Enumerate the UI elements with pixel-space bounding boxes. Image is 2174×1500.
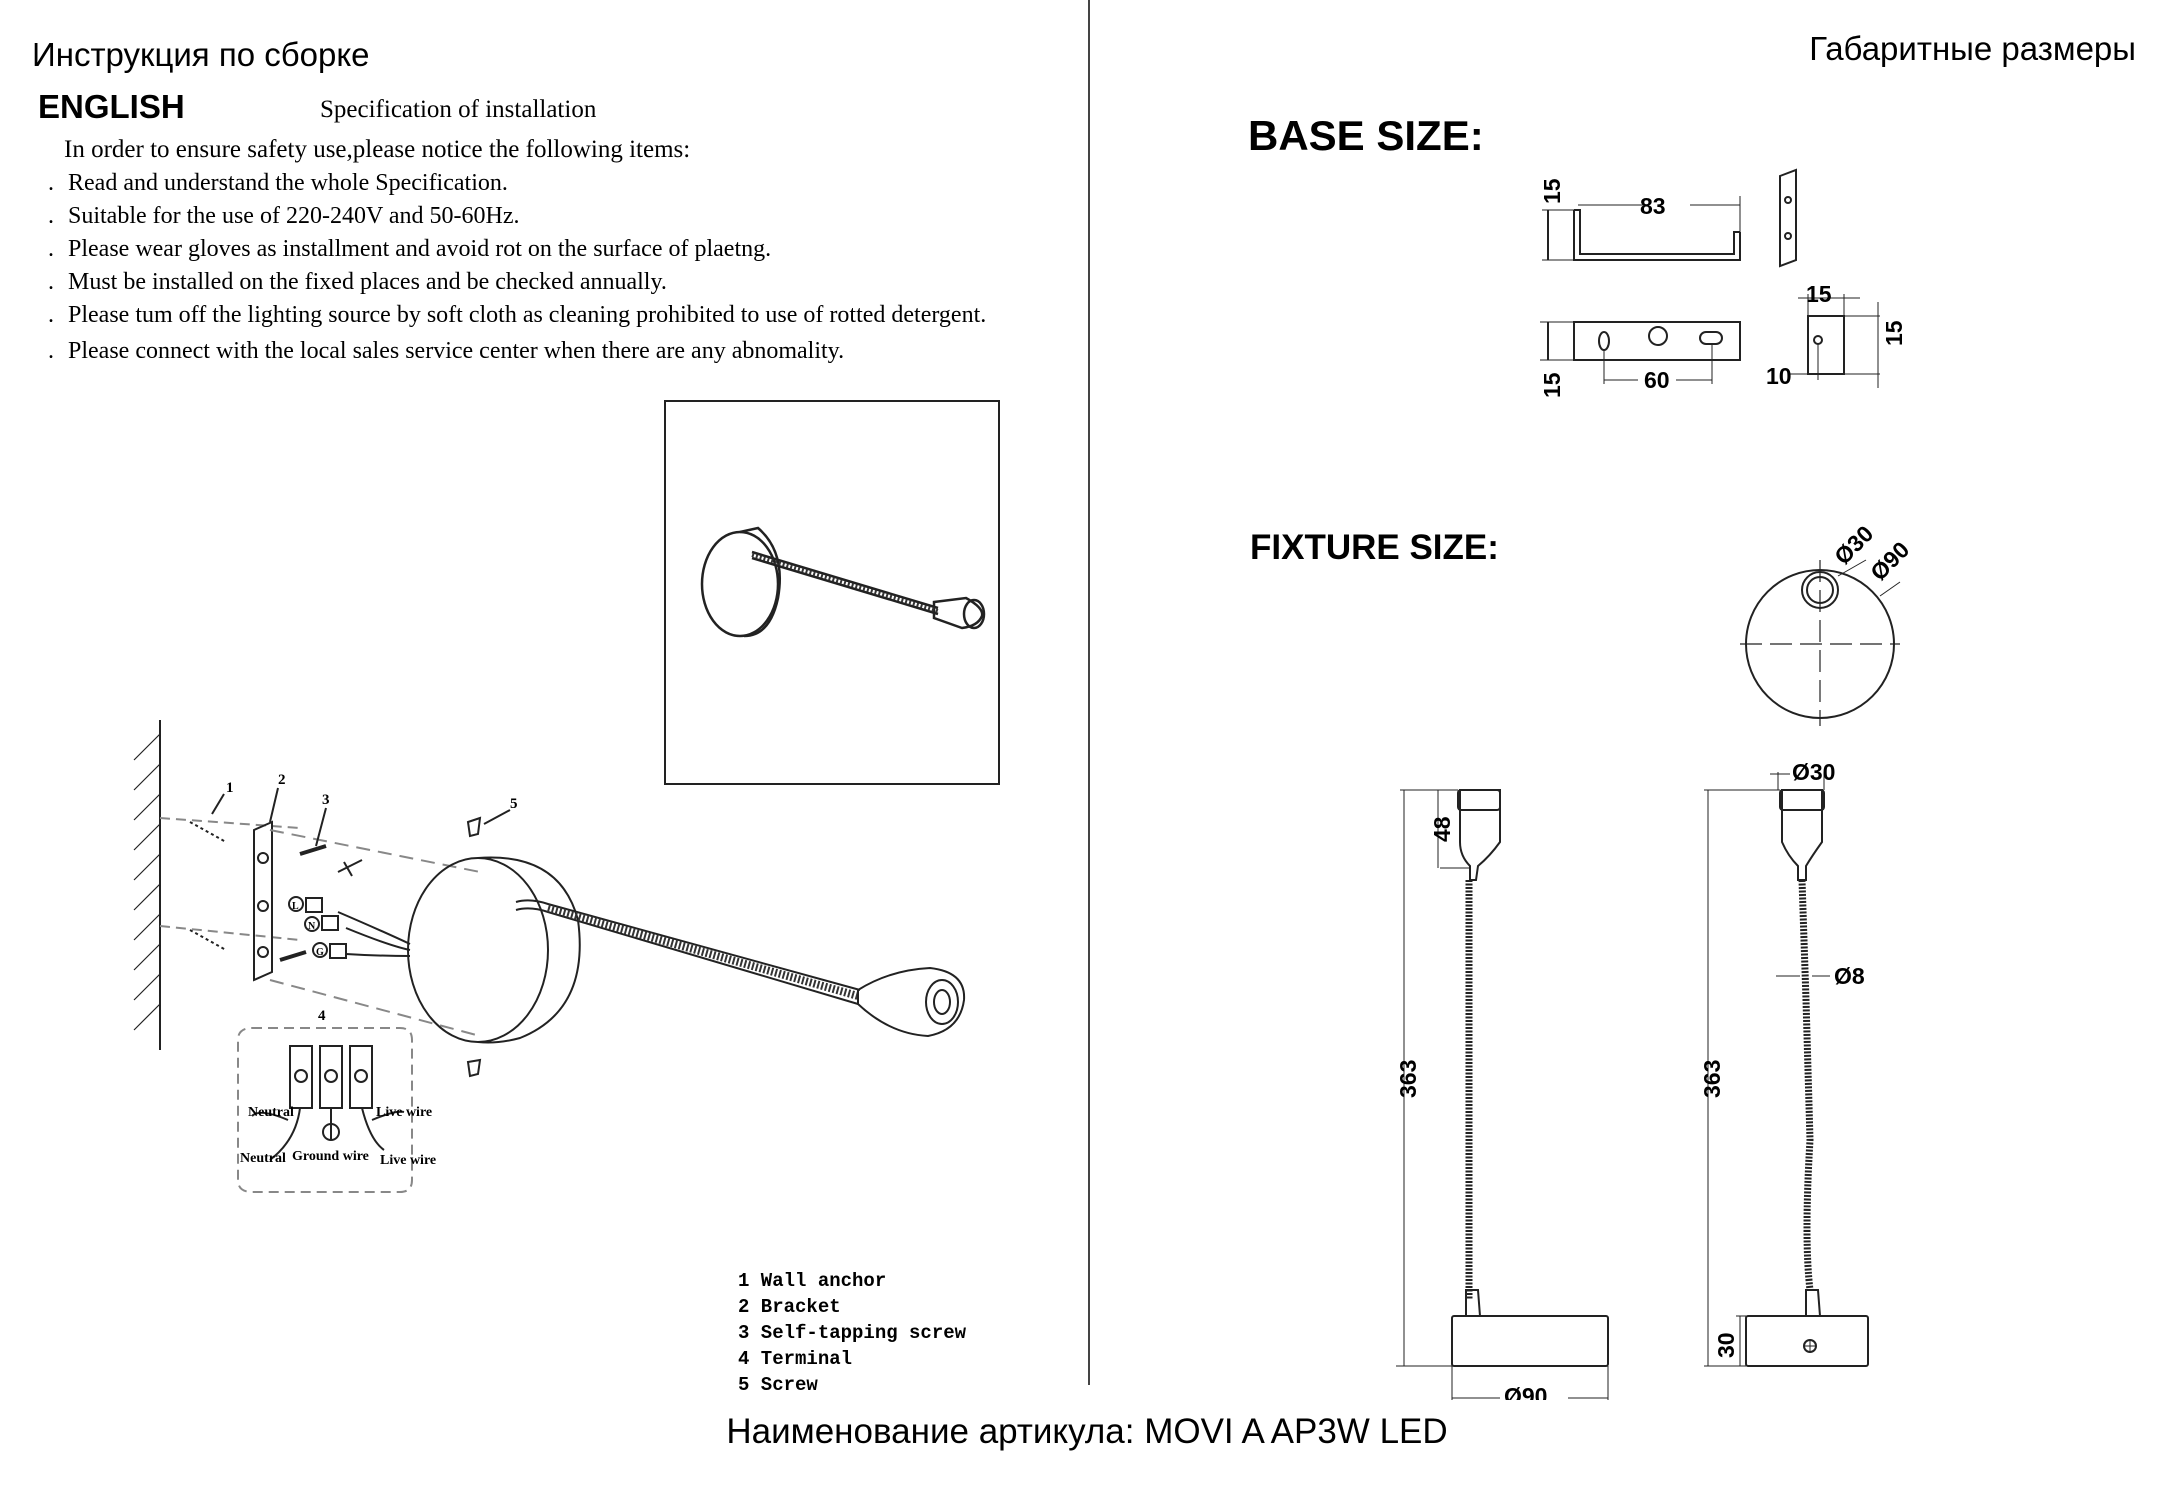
callout-3: 3 <box>322 792 330 808</box>
fixture-size-title: FIXTURE SIZE: <box>1250 528 1499 567</box>
dimension-drawings: 83 15 60 15 15 15 10 Ø30 Ø90 48 363 Ø90 … <box>1395 168 1914 1400</box>
base-size-title: BASE SIZE: <box>1248 112 1484 159</box>
dim-hole-spacing: 60 <box>1644 367 1670 393</box>
terminal-mark-l: L <box>292 901 299 912</box>
dim-bracket-length: 83 <box>1640 193 1666 219</box>
dim-head-diameter: Ø30 <box>1792 759 1835 785</box>
dim-side-height: 15 <box>1881 320 1907 346</box>
list-item: .Suitable for the use of 220-240V and 50… <box>48 203 520 229</box>
label-live-top: Live wire <box>376 1105 432 1120</box>
callout-1: 1 <box>226 780 234 796</box>
list-item: .Read and understand the whole Specifica… <box>48 170 508 196</box>
label-neutral-top: Neutral <box>248 1105 294 1120</box>
callout-2: 2 <box>278 772 286 788</box>
spec-title: Specification of installation <box>320 96 597 123</box>
legend-item: 4 Terminal <box>738 1348 853 1370</box>
list-item: .Please connect with the local sales ser… <box>48 338 845 364</box>
dim-head-length: 48 <box>1429 816 1455 842</box>
list-item: .Please wear gloves as installment and a… <box>48 236 772 262</box>
product-preview-drawing <box>700 526 986 638</box>
right-page-title: Габаритные размеры <box>1809 30 2136 67</box>
legend-item: 2 Bracket <box>738 1296 841 1318</box>
dim-base-height: 30 <box>1713 1332 1739 1358</box>
product-preview-frame <box>664 400 1000 785</box>
installation-diagram: 1 2 3 4 5 L N G Neutral Live wire Neutra… <box>133 720 966 1193</box>
list-item: .Must be installed on the fixed places a… <box>48 269 667 295</box>
left-page-title: Инструкция по сборке <box>32 36 370 73</box>
page-divider <box>1088 0 1090 1385</box>
label-neutral-bottom: Neutral <box>240 1151 286 1166</box>
label-ground: Ground wire <box>292 1149 369 1164</box>
dim-plate-height: 15 <box>1539 372 1565 398</box>
terminal-mark-g: G <box>316 947 324 958</box>
callout-5: 5 <box>510 796 518 812</box>
dim-neck-diameter: Ø8 <box>1834 963 1865 989</box>
dim-total-height-front: 363 <box>1395 1060 1421 1098</box>
dim-total-height-side: 363 <box>1699 1060 1725 1098</box>
dim-base-diameter: Ø90 <box>1504 1383 1547 1400</box>
callout-4: 4 <box>318 1008 326 1024</box>
legend-item: 1 Wall anchor <box>738 1270 887 1292</box>
list-item: .Please tum off the lighting source by s… <box>48 302 987 328</box>
legend-item: 5 Screw <box>738 1374 818 1396</box>
dim-side-offset: 10 <box>1766 363 1792 389</box>
intro-text: In order to ensure safety use,please not… <box>64 136 691 163</box>
dim-side-width: 15 <box>1806 281 1832 307</box>
parts-legend: 1 Wall anchor 2 Bracket 3 Self-tapping s… <box>738 1268 966 1398</box>
article-name: Наименование артикула: MOVI A AP3W LED <box>726 1412 1448 1451</box>
safety-rules-list: .Read and understand the whole Specifica… <box>48 168 986 369</box>
language-label: ENGLISH <box>38 88 185 125</box>
label-live-bottom: Live wire <box>380 1153 436 1168</box>
terminal-mark-n: N <box>308 921 316 932</box>
dim-bracket-height: 15 <box>1539 178 1565 204</box>
legend-item: 3 Self-tapping screw <box>738 1322 967 1344</box>
